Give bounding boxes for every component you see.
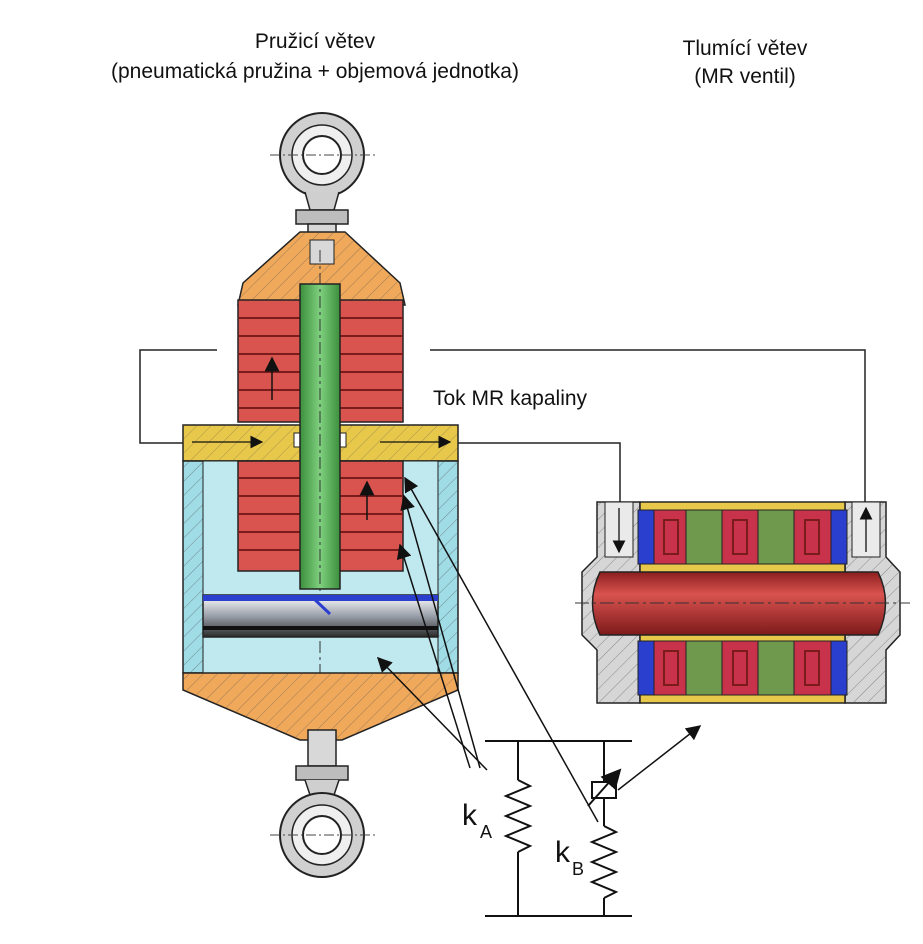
kb-subscript: B (572, 859, 584, 879)
spring-branch-subtitle: (pneumatická pružina + objemová jednotka… (111, 60, 519, 83)
fluid-flow-label: Tok MR kapaliny (433, 387, 588, 410)
damping-branch-subtitle: (MR ventil) (694, 65, 796, 88)
piston-rod (299, 250, 341, 700)
bottom-end-cap (182, 672, 459, 741)
kb-label: k (555, 836, 571, 869)
top-end-cap (237, 231, 406, 306)
mr-valve (575, 501, 910, 704)
spring-schematic (485, 740, 632, 917)
damping-branch-title: Tlumící větev (683, 37, 808, 60)
spring-branch-title: Pružicí větev (255, 30, 376, 53)
fluid-lines (139, 349, 866, 502)
ka-label: k (462, 799, 478, 832)
pointer-arrows (376, 476, 702, 823)
ka-subscript: A (480, 822, 492, 842)
piston (202, 594, 439, 638)
bottom-rod-eye (270, 729, 378, 878)
